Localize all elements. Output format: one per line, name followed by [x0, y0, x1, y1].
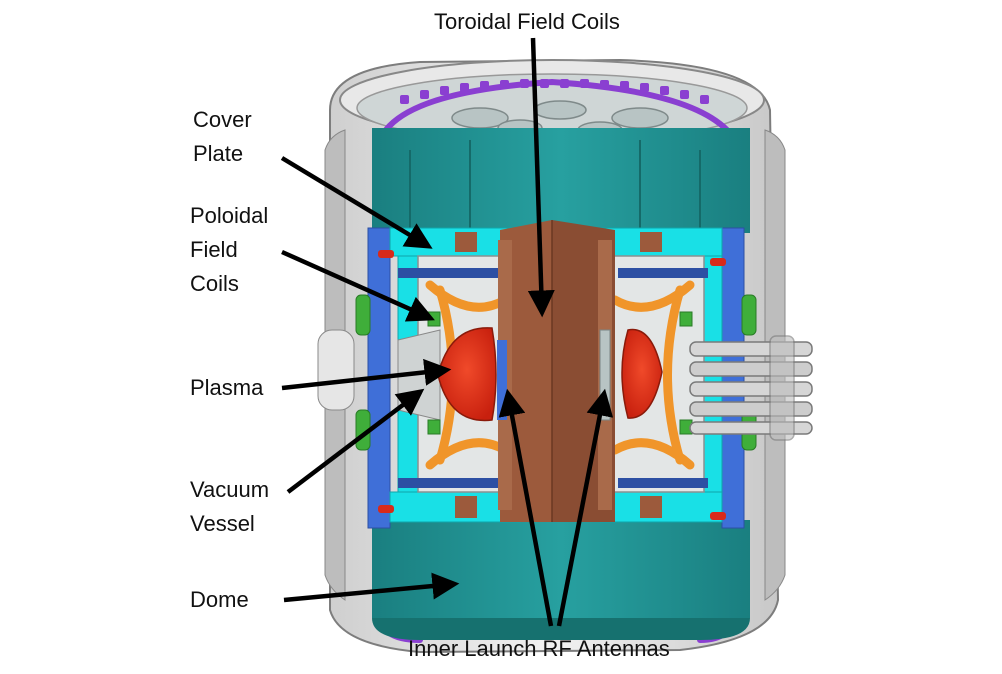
label-cover-plate-line1: Cover — [193, 107, 252, 132]
arrow-toroidal-field-coils — [527, 37, 555, 318]
pointer-arrows — [280, 37, 614, 627]
side-port-tubes — [689, 335, 813, 441]
arrow-vacuum-vessel — [286, 388, 425, 494]
arrow-dome — [283, 572, 460, 603]
label-vacuum-vessel-line2: Vessel — [190, 511, 255, 536]
label-poloidal-field-coils-line3: Coils — [190, 271, 239, 296]
arrow-poloidal-field-coils — [281, 249, 435, 322]
tf-center-column — [498, 220, 615, 522]
purple-bolts — [400, 79, 709, 104]
red-fasteners — [378, 250, 726, 520]
label-dome: Dome — [190, 587, 249, 612]
pf-coil-bars — [398, 268, 708, 488]
label-poloidal-field-coils-line1: Poloidal — [190, 203, 269, 228]
plate-brown-blocks — [455, 232, 662, 518]
arrow-cover-plate — [280, 156, 433, 249]
label-vacuum-vessel-line1: Vacuum — [190, 477, 270, 502]
arrow-plasma — [281, 358, 452, 391]
arrow-rf-antenna-left — [498, 388, 554, 627]
label-cover-plate-line2: Plate — [193, 141, 244, 166]
rf-antenna-plates — [497, 329, 611, 421]
arrow-rf-antenna-right — [556, 388, 614, 627]
teal-body — [372, 128, 750, 640]
plasma-shape — [437, 327, 663, 422]
label-toroidal-field-coils: Toroidal Field Coils — [434, 9, 620, 34]
label-poloidal-field-coils-line2: Field — [190, 237, 238, 262]
label-plasma: Plasma — [190, 375, 264, 400]
label-inner-launch-rf-antennas: Inner Launch RF Antennas — [408, 636, 670, 661]
